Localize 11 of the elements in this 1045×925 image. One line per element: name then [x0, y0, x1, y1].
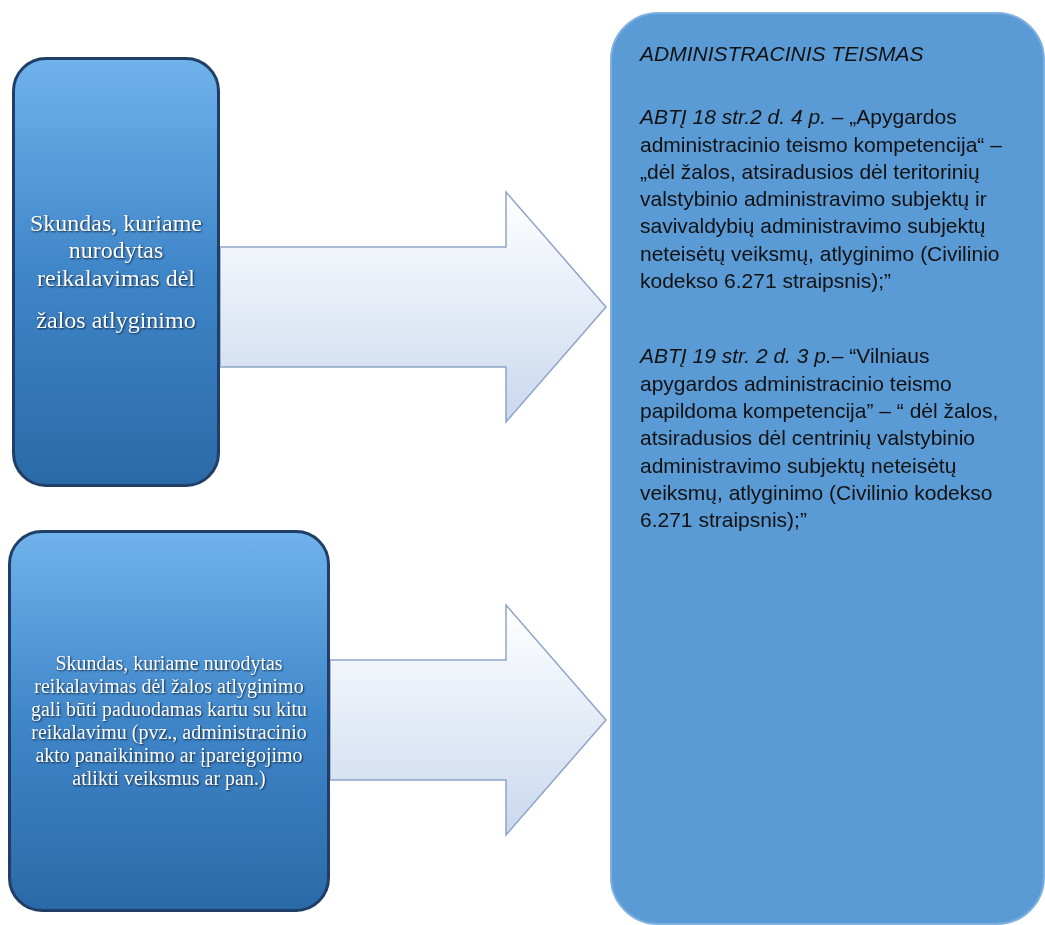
panel-heading: ADMINISTRACINIS TEISMAS: [640, 41, 925, 67]
block-arrow: [329, 603, 607, 837]
node-text: ABTĮ 19 str. 2 d. 3 p.– “Vilniaus apygardos administracinio teismo papildoma kompetencija” – “ dėl žalos, atsiradusios dėl centrinių valstybinio administravimo subjektų neteisėtų veiksmų, atlyginimo (Civilinio kodekso 6.271 straipsnis);”: [640, 343, 1000, 534]
node-text: Skundas, kuriame nurodytas reikalavimas dėl: [29, 209, 203, 293]
block-arrow: [219, 190, 607, 424]
node-text: Skundas, kuriame nurodytas reikalavimas dėl žalos atlyginimo gali būti paduodamas kartu su kitu reikalavimu (pvz., administracinio akto panaikinimo ar įpareigojimo atlikti veiksmus ar pan.): [29, 652, 309, 790]
node-text: ABTĮ 18 str.2 d. 4 p. – „Apygardos administracinio teismo kompetencija“ – „dėl žalos, atsiradusios dėl teritorinių valstybinio administravimo subjektų ir savivaldybių administravimo subjektų neteisėtų veiksmų, atlyginimo (Civilinio kodekso 6.271 straipsnis);”: [640, 104, 1003, 295]
node-text: žalos atlyginimo: [36, 306, 196, 335]
process-box: [8, 530, 330, 912]
court-panel: [610, 12, 1045, 925]
process-box: [12, 57, 220, 487]
